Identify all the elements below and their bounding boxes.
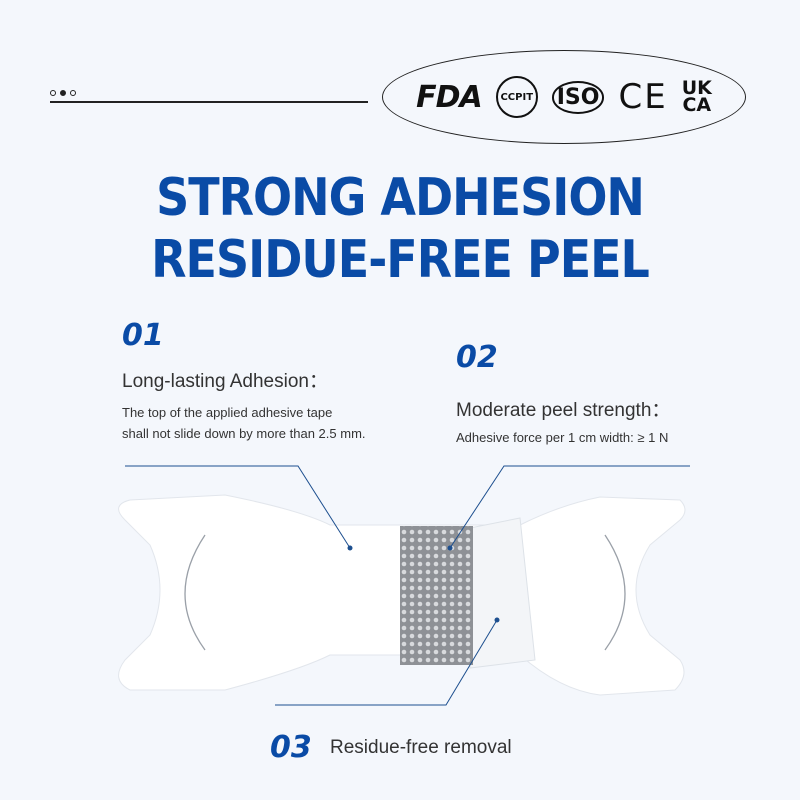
feature-2-description: Adhesive force per 1 cm width: ≥ 1 N (456, 430, 669, 445)
mesh-pad (400, 526, 473, 665)
callout-line-1 (125, 465, 351, 549)
dot-active (60, 90, 66, 96)
pagination-dots (50, 90, 76, 96)
iso-logo: ISO (551, 80, 605, 114)
headline-line-1: STRONG ADHESION (156, 166, 645, 228)
feature-1-title: Long-lasting Adhesion： (122, 371, 328, 392)
callout-line-3 (275, 619, 498, 706)
headline-line-2: RESIDUE-FREE PEEL (151, 228, 650, 290)
callout-line-2 (449, 465, 690, 549)
feature-2-title: Moderate peel strength： (456, 400, 671, 421)
ce-logo: CE (618, 77, 668, 117)
feature-3-title: Residue-free removal (330, 737, 512, 758)
callout-dot-1 (347, 545, 353, 551)
feature-1-desc-line-1: The top of the applied adhesive tape (122, 405, 333, 420)
feature-1-number: 01 (122, 318, 164, 353)
nasal-strip-illustration (118, 465, 690, 706)
ccpit-logo: CCPIT (495, 76, 538, 118)
feature-1-desc-line-2: shall not slide down by more than 2.5 mm… (122, 426, 366, 441)
divider-line (50, 101, 368, 103)
callout-dot-2 (447, 545, 453, 551)
feature-3-number: 03 (270, 730, 312, 765)
callout-dot-3 (494, 617, 500, 623)
left-notch (184, 534, 206, 651)
dot (50, 90, 56, 96)
feature-2-number: 02 (456, 340, 498, 375)
fda-logo: FDA (416, 79, 483, 115)
feature-1-description: The top of the applied adhesive tape sha… (122, 402, 366, 444)
right-notch (604, 534, 626, 651)
dot (70, 90, 76, 96)
